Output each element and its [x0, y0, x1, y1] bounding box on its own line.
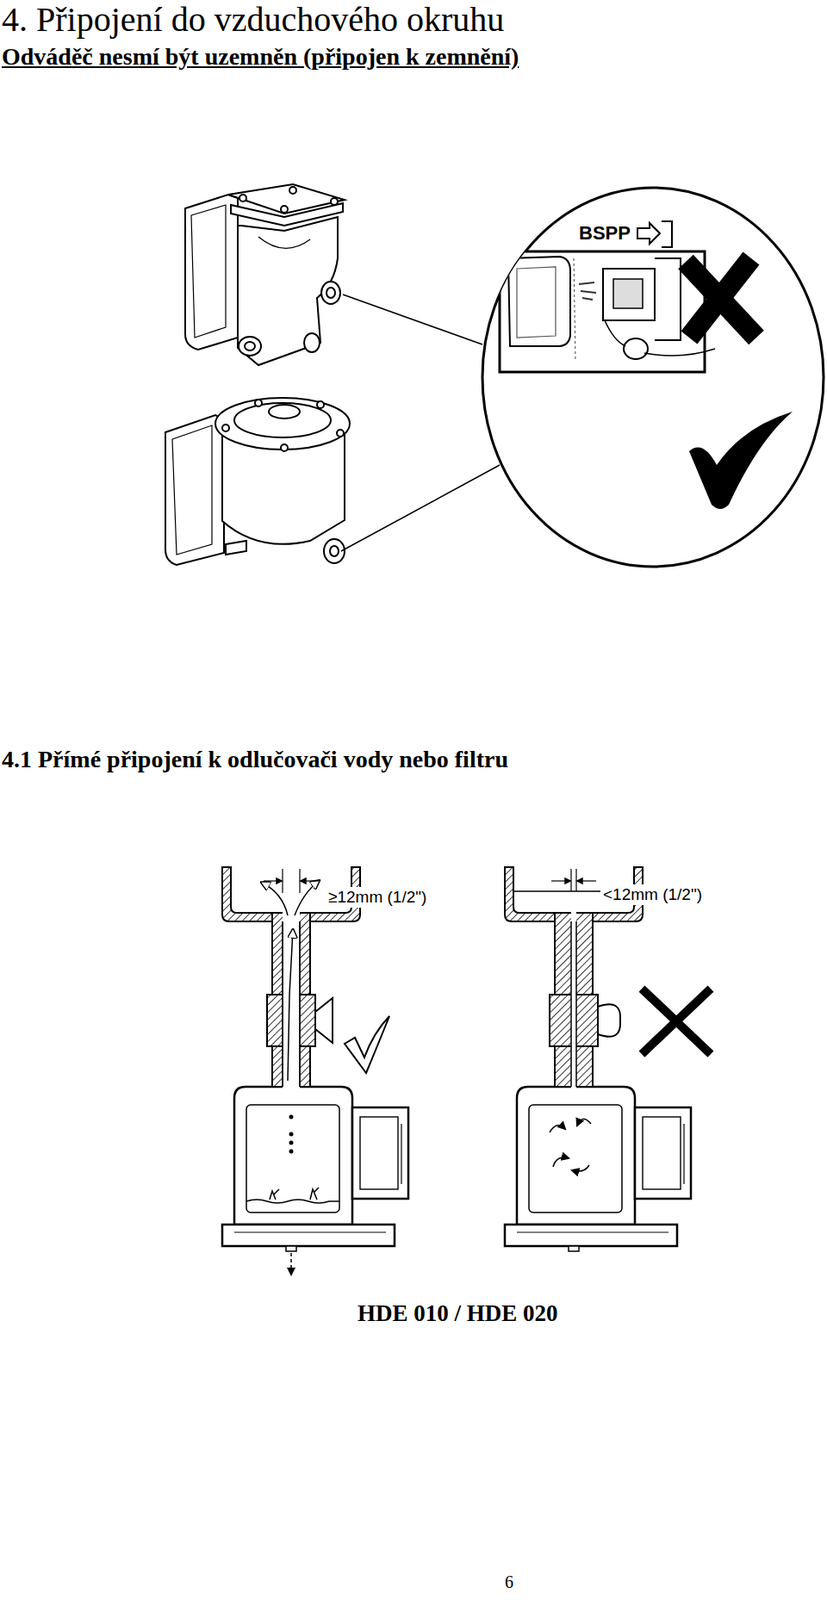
detail-photo [644, 348, 716, 356]
direct-connection-correct [289, 1132, 294, 1138]
drain-trap-drawing [172, 425, 212, 555]
direct-connection-correct [281, 869, 283, 894]
drain-trap-drawing [185, 184, 345, 366]
drain-trap-drawing [317, 401, 324, 409]
drain-trap-drawing [222, 424, 230, 432]
detail-photo [499, 251, 705, 373]
direct-connection-wrong [551, 880, 571, 882]
leader-line [342, 294, 483, 345]
page-number: 6 [504, 1573, 514, 1593]
direct-connection-correct [289, 1141, 294, 1146]
drain-trap-drawing [258, 236, 311, 249]
drain-trap-drawing [329, 546, 339, 557]
drain-trap-drawing [215, 397, 350, 450]
direct-connection-correct [298, 869, 300, 894]
direct-connection-correct [298, 921, 301, 1088]
drain-trap-drawing [225, 540, 247, 555]
drain-trap-drawing [280, 444, 288, 452]
drain-trap-drawing [289, 186, 297, 194]
detail-photo [604, 320, 626, 347]
leader-line [341, 465, 500, 552]
direct-connection-wrong [597, 1004, 621, 1038]
section-heading: 4.1 Přímé připojení k odlučovači vody ne… [1, 746, 509, 774]
direct-connection-wrong [572, 1165, 590, 1172]
model-name: HDE 010 / HDE 020 [357, 1300, 559, 1328]
drain-trap-drawing [321, 281, 341, 305]
direct-connection-wrong [571, 912, 577, 1090]
warning-subheading: Odváděč nesmí být uzemněn (připojen k ze… [1, 43, 519, 71]
detail-photo [613, 279, 643, 309]
direct-connection-correct [282, 912, 300, 1090]
detail-photo [578, 282, 597, 300]
drain-trap-drawing [304, 333, 320, 353]
direct-connection-correct [315, 998, 333, 1044]
direct-connection-wrong [570, 869, 572, 892]
correct-mark [689, 411, 793, 510]
direct-connection-correct [289, 1115, 294, 1120]
detail-photo [654, 258, 681, 341]
direct-connection-wrong [553, 1157, 569, 1168]
direct-connection-wrong [549, 1125, 566, 1133]
thread-icon [637, 223, 660, 244]
thread-icon [661, 221, 672, 248]
direct-connection-correct [290, 1253, 293, 1275]
drain-trap-drawing [254, 399, 262, 407]
drain-trap-drawing [244, 341, 255, 351]
direct-connection-correct [269, 1187, 319, 1201]
drain-trap-drawing [336, 429, 344, 437]
direct-connection-correct [294, 881, 319, 916]
detail-photo [603, 268, 655, 321]
drain-trap-drawing [239, 194, 247, 202]
direct-connection-correct [222, 1087, 409, 1252]
drain-trap-drawing [165, 397, 350, 566]
wrong-mark [641, 988, 711, 1055]
page-title: 4. Připojení do vzduchového okruhu [1, 0, 504, 40]
drain-trap-drawing [326, 287, 336, 299]
thread-standard-label: BSPP [578, 222, 631, 244]
drain-trap-drawing [185, 194, 238, 350]
bore-dimension: <12mm (1/2") [600, 884, 705, 906]
drain-trap-drawing [234, 403, 331, 438]
detail-photo [623, 338, 648, 360]
drain-trap-drawing [268, 404, 300, 419]
wrong-mark [641, 988, 711, 1055]
detail-photo [573, 258, 576, 362]
bore-dimension: ≥12mm (1/2") [325, 887, 430, 908]
drain-trap-drawing [330, 198, 338, 206]
drain-trap-drawing [222, 430, 345, 545]
detail-photo [508, 256, 571, 347]
drain-trap-drawing [191, 205, 226, 338]
direct-connection-wrong [577, 880, 597, 882]
drain-trap-drawing [280, 205, 288, 213]
direct-connection-wrong [504, 1087, 691, 1252]
direct-connection-correct [261, 882, 288, 916]
wrong-mark [685, 258, 757, 338]
direct-connection-wrong [575, 921, 578, 1088]
wrong-mark [641, 988, 711, 1055]
direct-connection-correct [300, 880, 319, 882]
direct-connection-wrong [575, 869, 577, 892]
direct-connection-correct [263, 880, 282, 882]
detail-photo [516, 267, 556, 338]
direct-connection-correct [222, 867, 409, 1275]
drain-trap-drawing [165, 415, 224, 566]
direct-connection-wrong [570, 921, 573, 1088]
direct-connection-correct [246, 1200, 340, 1204]
correct-mark [344, 1016, 390, 1074]
direct-connection-correct [287, 930, 293, 1082]
thread-icon [637, 221, 672, 248]
detail-circle [482, 187, 824, 567]
direct-connection-correct [281, 921, 284, 1088]
drain-trap-drawing [238, 336, 262, 356]
wrong-mark [689, 258, 752, 338]
direct-connection-correct [289, 1150, 294, 1155]
direct-connection-wrong [504, 867, 691, 1252]
direct-connection-wrong [577, 1119, 591, 1126]
